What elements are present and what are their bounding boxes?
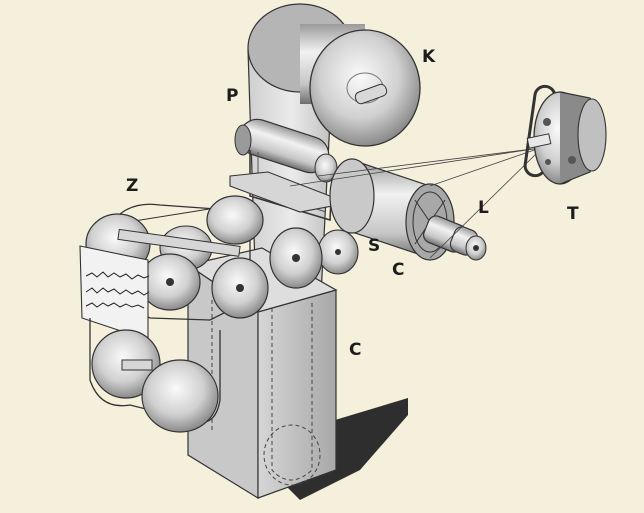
lens-l [423, 215, 487, 261]
light-rays [289, 147, 541, 259]
label-p: P [226, 86, 239, 106]
rollers-s [269, 227, 359, 289]
spool-k [247, 3, 421, 147]
label-z: Z [126, 176, 139, 196]
label-s: S [368, 236, 381, 256]
label-c-drum: C [392, 260, 405, 280]
label-k: K [422, 47, 436, 67]
label-l: L [478, 198, 489, 218]
label-c-housing: C [349, 340, 362, 360]
label-t: T [567, 204, 579, 224]
lower-rollers [89, 318, 221, 433]
lamp-t [523, 84, 607, 185]
